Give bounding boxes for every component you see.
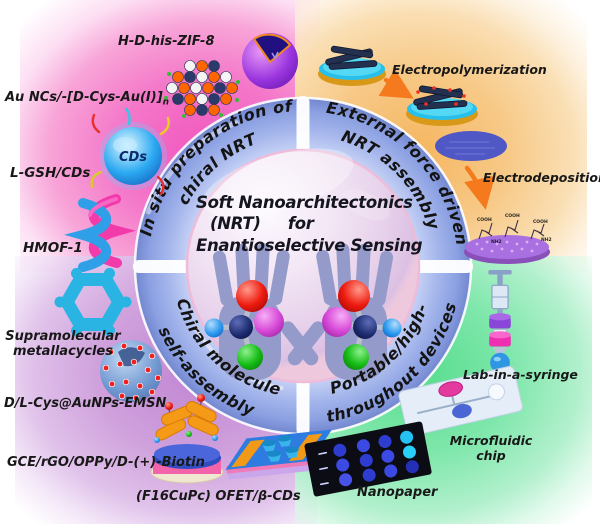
- arrow-electrodeposition: [464, 165, 496, 210]
- molecule-left-icon: [204, 280, 284, 370]
- label-gce: GCE/rGO/OPPy/D-(+)-Biotin: [7, 455, 205, 470]
- label-lab-syringe: Lab-in-a-syringe: [463, 367, 578, 382]
- arrow-electropolymerization: [378, 68, 414, 99]
- cooh-label-1: COOH: [477, 217, 492, 223]
- aunps-emsn-sphere-icon: [100, 340, 162, 402]
- electrode-disc-icon: [435, 131, 507, 161]
- electropolymerization-disc2-icon: [406, 85, 478, 126]
- label-hmof: HMOF-1: [23, 240, 83, 256]
- label-dlcys: D/L-Cys@AuNPs-EMSN: [4, 396, 167, 411]
- title-line-2: (NRT) for: [210, 214, 314, 234]
- electropolymerization-disc1-icon: [318, 45, 386, 86]
- ofet-chip-icon: [225, 429, 332, 480]
- cooh-label-3: COOH: [533, 219, 548, 225]
- label-au-ncs-main: Au NCs/-[D-Cys-Au(I)]: [5, 90, 163, 105]
- lab-in-syringe-icon: [488, 270, 512, 373]
- label-au-ncs: Au NCs/-[D-Cys-Au(I)]n: [5, 90, 170, 108]
- cds-label: CDs: [119, 150, 147, 165]
- label-electropolymerization: Electropolymerization: [392, 62, 547, 77]
- microfluidic-chip-icon: [398, 365, 523, 437]
- nh2-label-2: NH2: [541, 237, 552, 243]
- center-title: Soft Nanoarchitectonics (NRT) for Enanti…: [196, 192, 434, 256]
- label-ofet: (F16CuPc) OFET/β-CDs: [136, 489, 301, 504]
- label-lgsh: L-GSH/CDs: [10, 165, 91, 181]
- metallacycle-gear-icon: [54, 267, 132, 337]
- title-line-3: Enantioselective Sensing: [196, 235, 423, 255]
- molecule-right-icon: [322, 280, 402, 370]
- label-nanopaper: Nanopaper: [357, 485, 438, 500]
- label-electrodeposition: Electrodeposition: [483, 170, 600, 185]
- label-microfluidic: Microfluidic chip: [449, 433, 533, 463]
- hmof-helix-icon: [64, 194, 136, 272]
- nh2-label-1: NH2: [491, 239, 502, 245]
- gold-nanocluster-icon: [164, 60, 240, 118]
- electrodeposition-disc-icon: COOH COOH COOH NH2 NH2: [464, 213, 552, 264]
- cooh-label-2: COOH: [505, 213, 520, 219]
- label-zif8: H-D-his-ZIF-8: [118, 34, 215, 49]
- cds-carbon-dot-icon: CDs: [90, 107, 170, 196]
- gce-biotin-disc-icon: [150, 394, 224, 484]
- zif8-cut-sphere-icon: [242, 33, 298, 89]
- label-supramolecular: Supramolecular metallacycles: [5, 329, 121, 360]
- title-line-1: Soft Nanoarchitectonics: [196, 193, 413, 212]
- label-au-ncs-sub: n: [162, 97, 170, 108]
- nanopaper-icon: [304, 421, 432, 497]
